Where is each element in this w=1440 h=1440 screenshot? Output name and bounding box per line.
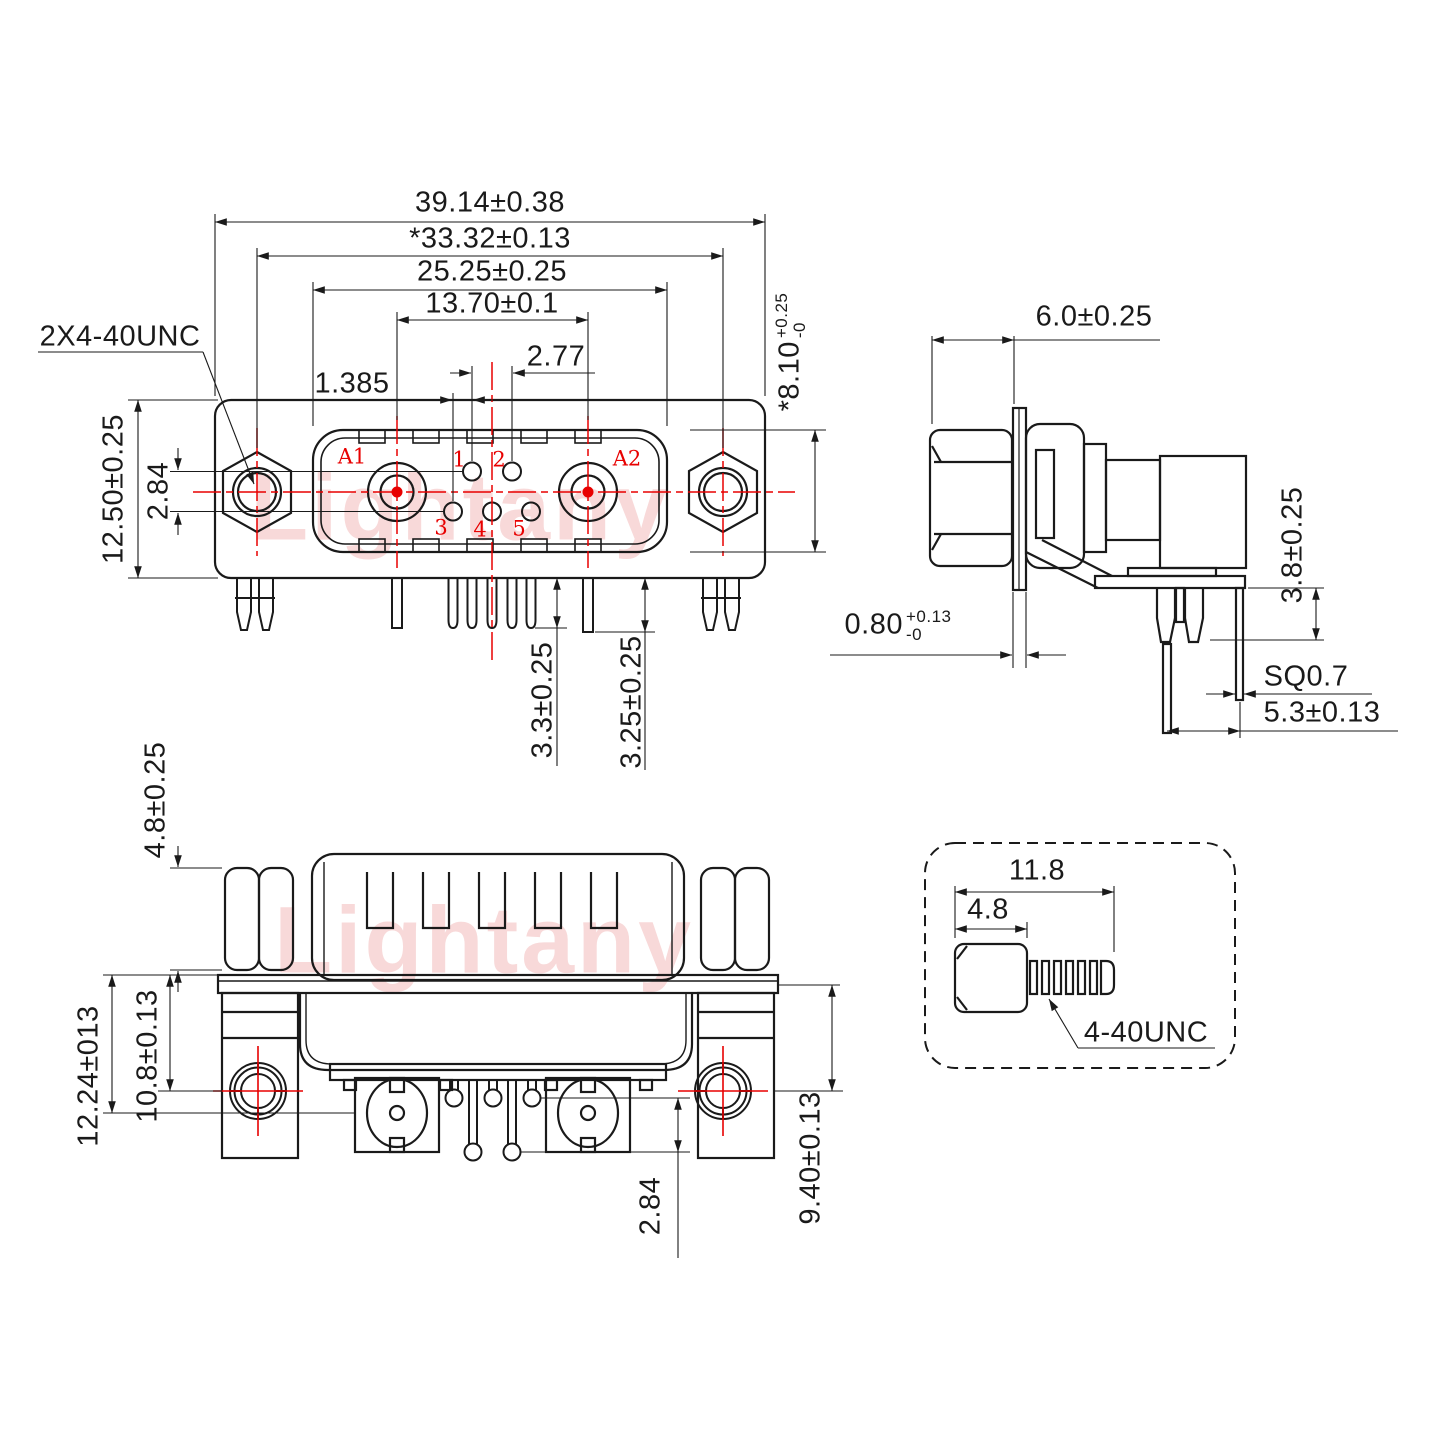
dim-flange-tolp: +0.13 <box>905 607 952 627</box>
dim-shell-width: 25.25±0.25 <box>417 255 567 288</box>
label-pin3: 3 <box>434 515 448 540</box>
dim-pin-pitch: 2.77 <box>526 340 586 373</box>
front-leads <box>235 577 741 633</box>
front-extension-lines <box>128 214 826 770</box>
front-shell-inner <box>320 437 660 545</box>
label-pin1: 1 <box>452 447 466 472</box>
dim-bottom-row-offset: 2.84 <box>634 1176 667 1236</box>
jack-screw <box>953 942 1116 1014</box>
dim-body-height: 12.50±0.25 <box>97 414 130 564</box>
bottom-view <box>103 846 843 1258</box>
dim-half-pitch: 1.385 <box>314 367 390 400</box>
front-dimension-lines <box>38 218 819 633</box>
label-pin2: 2 <box>492 447 506 472</box>
detail-box <box>924 842 1236 1069</box>
dim-flange-value: 0.80 <box>844 608 903 641</box>
side-body <box>928 406 1248 735</box>
bottom-red-crosshairs <box>213 1046 768 1136</box>
screw-detail <box>924 842 1236 1069</box>
dim-head-width: 6.0±0.25 <box>1035 300 1153 333</box>
dim-pin-square: SQ0.7 <box>1263 660 1349 693</box>
dim-coax-span: 13.70±0.1 <box>425 287 559 320</box>
detail-dimension-lines <box>954 888 1215 1049</box>
side-extension-lines <box>931 336 1324 738</box>
front-view <box>38 214 826 770</box>
bottom-dimension-lines <box>108 846 836 1153</box>
dim-overall-width: 39.14±0.38 <box>415 186 565 219</box>
thread-callout: 2X4-40UNC <box>39 320 201 353</box>
dim-depth-to-screw: 10.8±0.13 <box>131 989 164 1123</box>
dim-depth-to-coax: 12.24±013 <box>72 1005 105 1147</box>
dim-shell-height-value: *8.10 <box>773 341 806 412</box>
dim-shell-height-tolm: -0 <box>790 322 809 339</box>
front-centerlines <box>193 362 795 662</box>
dim-nut-height: 4.8±0.25 <box>139 741 172 859</box>
label-a2: A2 <box>612 446 642 471</box>
dim-standoff: 3.8±0.25 <box>1276 486 1309 604</box>
dim-flange-thickness: 0.80+0.13-0 <box>845 608 952 644</box>
dim-pin-length: 3.3±0.25 <box>526 641 559 759</box>
dim-flange-tolm: -0 <box>905 625 923 644</box>
dim-row-offset: 2.84 <box>142 461 175 521</box>
coax-center-dots <box>391 486 594 498</box>
dim-depth-to-screw-right: 9.40±0.13 <box>794 1091 827 1225</box>
dim-coax-pin-length: 3.25±0.25 <box>615 635 648 769</box>
dim-mount-span: *33.32±0.13 <box>409 222 571 255</box>
label-pin5: 5 <box>512 516 526 541</box>
label-a1: A1 <box>337 444 367 469</box>
label-thread-type: 4-40UNC <box>1083 1016 1209 1049</box>
bottom-body <box>216 852 780 1160</box>
dim-pin-spacing: 5.3±0.13 <box>1263 696 1381 729</box>
dim-screw-total: 11.8 <box>1008 854 1066 887</box>
dim-screw-head: 4.8 <box>967 893 1009 926</box>
label-pin4: 4 <box>473 517 487 542</box>
side-view <box>830 336 1398 738</box>
watermark-front: Lightany <box>250 454 670 561</box>
dim-shell-height-tolp: +0.25 <box>772 292 792 339</box>
bottom-pins <box>444 1080 542 1162</box>
dim-shell-height: *8.10+0.25-0 <box>772 292 809 412</box>
side-dimension-lines <box>830 336 1398 735</box>
